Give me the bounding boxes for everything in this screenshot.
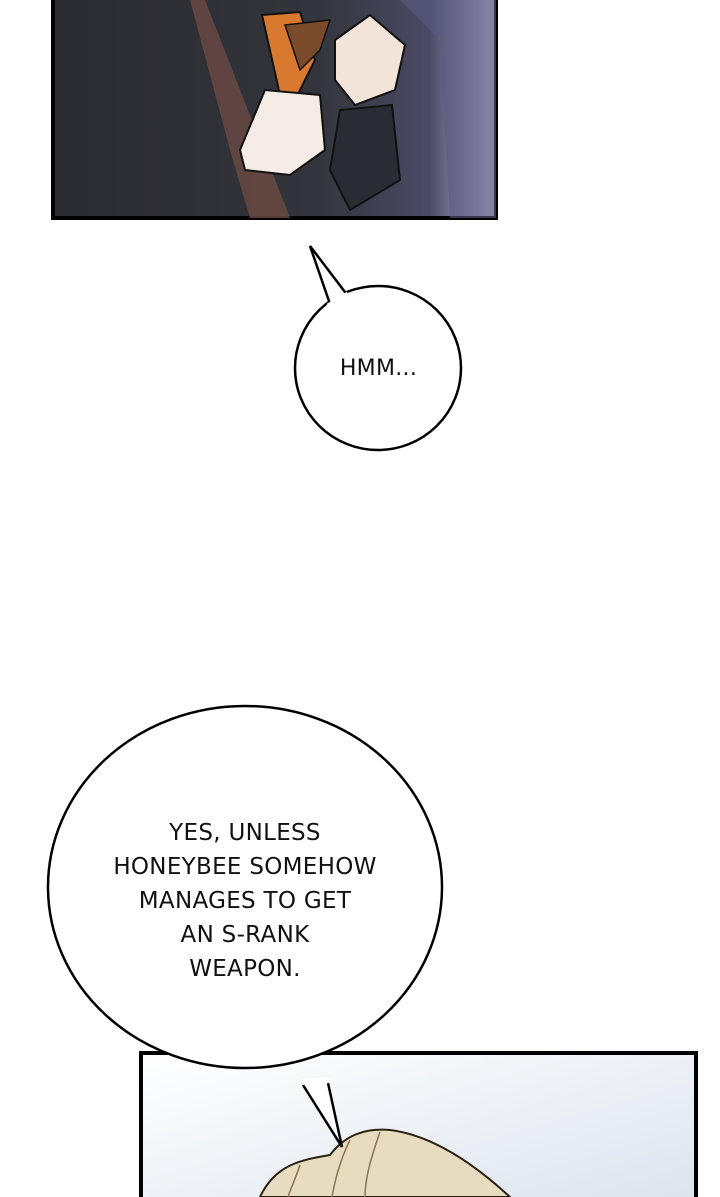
bubble-line: MANAGES TO GET bbox=[138, 888, 352, 914]
speech-bubble-weapon bbox=[46, 704, 444, 1148]
speech-bubble-hmm bbox=[293, 245, 463, 452]
bubble-line: WEAPON. bbox=[189, 956, 301, 982]
panel-top bbox=[51, 0, 498, 220]
bubble-text-hmm: HMM... bbox=[339, 356, 418, 381]
bubble-line: HONEYBEE SOMEHOW bbox=[113, 854, 377, 880]
bubble-line: AN S-RANK bbox=[180, 922, 310, 948]
bubble-text-weapon: YES, UNLESS HONEYBEE SOMEHOW MANAGES TO … bbox=[60, 816, 430, 986]
bubble-line: YES, UNLESS bbox=[169, 820, 321, 846]
panel-bottom bbox=[139, 1051, 698, 1197]
